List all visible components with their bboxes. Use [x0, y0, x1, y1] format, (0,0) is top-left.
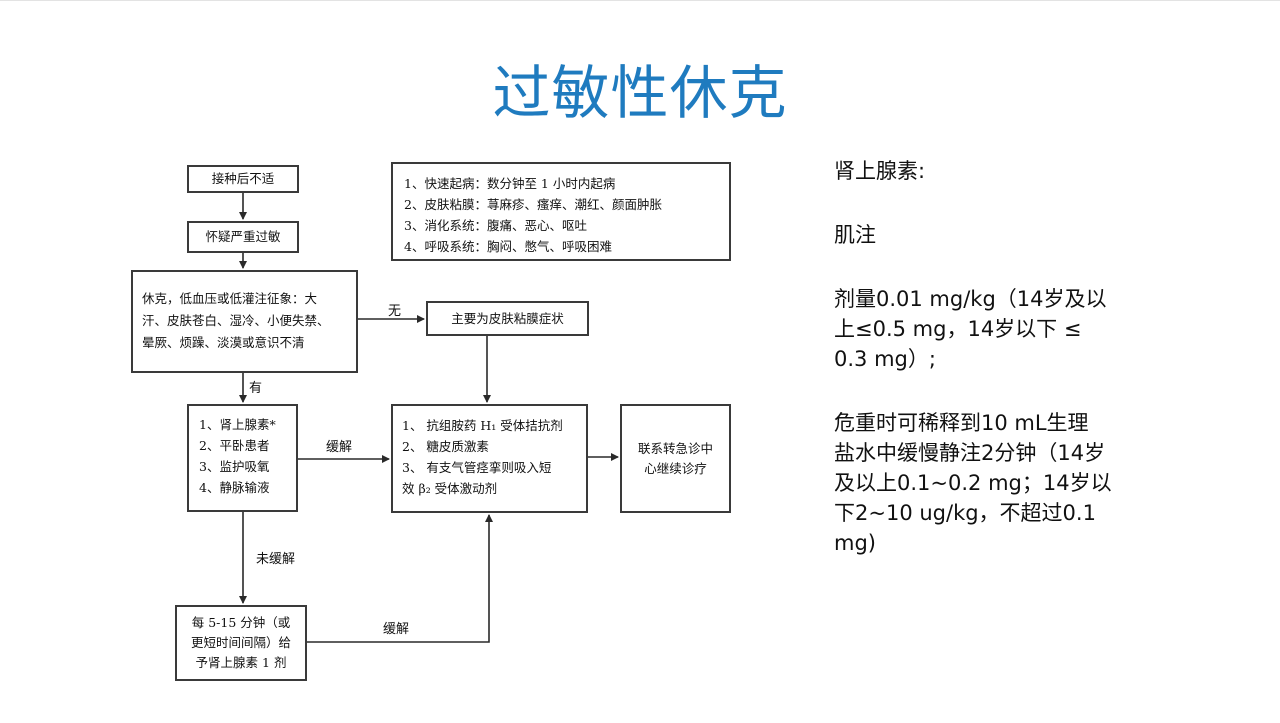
node-suspect: 怀疑严重过敏	[187, 221, 299, 253]
repeat-line: 予肾上腺素 1 剂	[195, 655, 287, 670]
referral-line: 心继续诊疗	[644, 460, 707, 476]
notes-critical-line: 下2~10 ug/kg，不超过0.1	[834, 501, 1096, 525]
notes-route: 肌注	[834, 223, 876, 247]
notes-critical-line: 危重时可稀释到10 mL生理	[834, 411, 1089, 435]
first-line-item: 1、肾上腺素*	[199, 417, 276, 432]
notes-critical-line: 盐水中缓慢静注2分钟（14岁	[834, 441, 1106, 465]
node-suspect-label: 怀疑严重过敏	[205, 229, 281, 244]
node-symptoms: 1、快速起病：数分钟至 1 小时内起病 2、皮肤粘膜：荨麻疹、瘙痒、潮红、颜面肿…	[391, 162, 731, 261]
node-referral: 联系转急诊中 心继续诊疗	[620, 404, 731, 513]
shock-signs-line: 休克，低血压或低灌注征象：大	[142, 291, 318, 306]
notes-dose-line: 剂量0.01 mg/kg（14岁及以	[834, 287, 1107, 311]
second-line-item: 效 β₂ 受体激动剂	[402, 481, 498, 496]
second-line-item: 1、 抗组胺药 H₁ 受体拮抗剂	[402, 418, 563, 433]
symptom-line: 4、呼吸系统：胸闷、憋气、呼吸困难	[404, 239, 612, 254]
repeat-line: 更短时间间隔）给	[190, 635, 291, 650]
node-second-line-treatment: 1、 抗组胺药 H₁ 受体拮抗剂 2、 糖皮质激素 3、 有支气管痉挛则吸入短 …	[391, 404, 588, 513]
notes-heading: 肾上腺素:	[834, 159, 926, 183]
symptom-line: 1、快速起病：数分钟至 1 小时内起病	[404, 176, 616, 191]
symptom-line: 3、消化系统：腹痛、恶心、呕吐	[404, 218, 587, 233]
second-line-item: 2、 糖皮质激素	[402, 439, 489, 454]
node-first-line-treatment: 1、肾上腺素* 2、平卧患者 3、监护吸氧 4、静脉输液	[187, 404, 298, 512]
second-line-item: 3、 有支气管痉挛则吸入短	[402, 460, 552, 475]
node-repeat-epinephrine: 每 5-15 分钟（或 更短时间间隔）给 予肾上腺素 1 剂	[175, 605, 307, 681]
node-shock-signs: 休克，低血压或低灌注征象：大 汗、皮肤苍白、湿冷、小便失禁、 晕厥、烦躁、淡漠或…	[131, 270, 358, 373]
shock-signs-line: 晕厥、烦躁、淡漠或意识不清	[142, 335, 305, 350]
edge-label-not-relieved: 未缓解	[256, 552, 296, 567]
arrow-repeat-to-second-line	[306, 514, 493, 643]
notes-dose-line: 上≤0.5 mg，14岁以下 ≤	[834, 317, 1082, 341]
notes-critical-line: mg)	[834, 531, 876, 555]
edge-label-relieved: 缓解	[326, 440, 353, 455]
node-skin-mucosa-label: 主要为皮肤粘膜症状	[451, 310, 564, 326]
edge-label-no: 无	[388, 304, 402, 319]
notes-critical-line: 及以上0.1~0.2 mg；14岁以	[834, 471, 1112, 495]
notes-dose-line: 0.3 mg）;	[834, 347, 936, 371]
slide-title: 过敏性休克	[492, 59, 788, 127]
symptom-line: 2、皮肤粘膜：荨麻疹、瘙痒、潮红、颜面肿胀	[404, 197, 662, 212]
first-line-item: 3、监护吸氧	[199, 459, 270, 474]
edge-label-yes: 有	[249, 381, 263, 396]
shock-signs-line: 汗、皮肤苍白、湿冷、小便失禁、	[142, 313, 330, 328]
referral-line: 联系转急诊中	[637, 440, 713, 456]
first-line-item: 4、静脉输液	[199, 480, 270, 495]
first-line-item: 2、平卧患者	[199, 438, 270, 453]
node-skin-mucosa: 主要为皮肤粘膜症状	[426, 301, 589, 336]
epinephrine-notes: 肾上腺素: 肌注 剂量0.01 mg/kg（14岁及以 上≤0.5 mg，14岁…	[834, 156, 1164, 558]
repeat-line: 每 5-15 分钟（或	[191, 615, 291, 630]
edge-label-relieved-repeat: 缓解	[383, 622, 410, 637]
node-discomfort: 接种后不适	[187, 165, 299, 193]
node-discomfort-label: 接种后不适	[211, 171, 275, 186]
top-border	[0, 0, 1280, 1]
